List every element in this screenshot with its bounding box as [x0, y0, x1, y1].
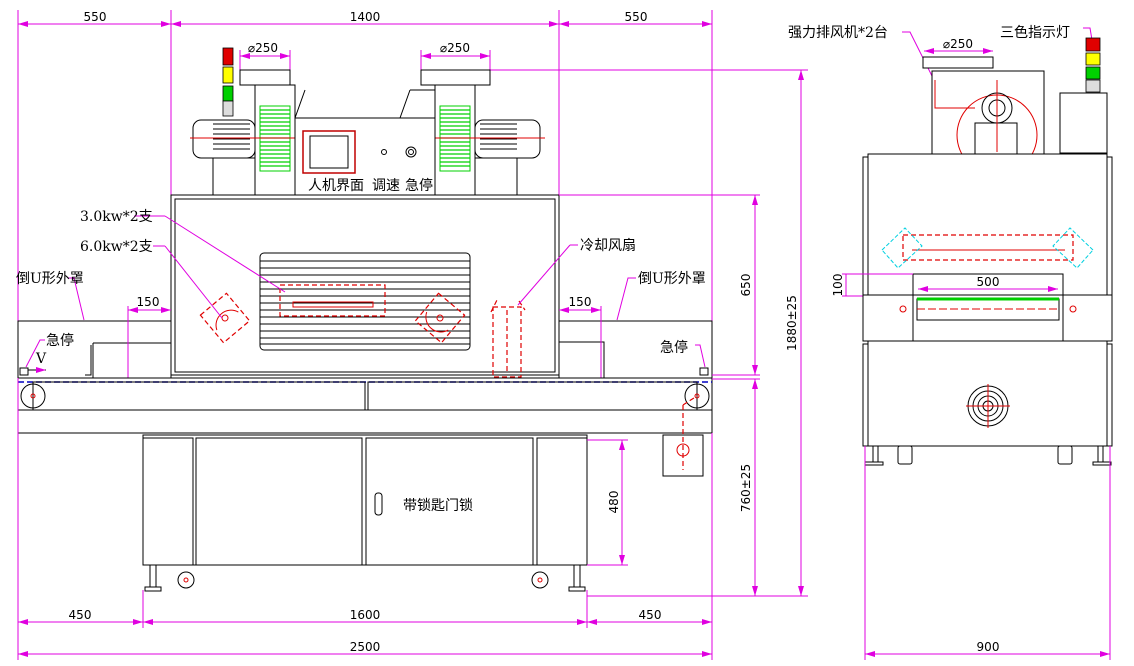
- exhaust-fan-left: [190, 84, 296, 196]
- label-exhaust-fan: 强力排风机*2台: [788, 25, 888, 41]
- label-estop-panel: 急停: [405, 177, 433, 194]
- label-estop-right: 急停: [660, 339, 688, 356]
- label-lamp-3kw: 3.0kw*2支: [80, 209, 153, 225]
- speed-knob[interactable]: [381, 149, 387, 155]
- tower-light-side: [1059, 37, 1108, 154]
- dim-1880: 1880±25: [785, 295, 799, 351]
- side-view: 强力排风机*2台 三色指示灯 ⌀250 500 100: [788, 24, 1113, 660]
- estop-right[interactable]: [699, 367, 709, 376]
- side-fan-housing: [931, 70, 1045, 155]
- dim-bottom-left: 450: [69, 608, 92, 622]
- dim-chamber: 1400: [350, 10, 381, 24]
- tower-light-front: [222, 47, 234, 117]
- control-panel: 人机界面 调速 急停: [294, 89, 436, 196]
- dim-right-hood: 550: [625, 10, 648, 24]
- gap-right: 150: [569, 295, 592, 309]
- side-uv-lamp: [902, 234, 1074, 261]
- label-hood-left: 倒U形外罩: [16, 271, 84, 287]
- dim-480: 480: [607, 491, 621, 514]
- label-hmi: 人机界面: [308, 178, 364, 194]
- direction-label: V: [35, 351, 47, 367]
- motor-bracket: [662, 395, 704, 477]
- side-duct-cap: [922, 56, 994, 69]
- front-view: 550 1400 550 ⌀250 ⌀250: [16, 10, 808, 660]
- label-speed: 调速: [372, 178, 400, 194]
- label-door-lock: 带锁匙门锁: [403, 498, 473, 514]
- label-hood-right: 倒U形外罩: [638, 271, 706, 287]
- casters-front: [144, 564, 586, 592]
- duct-cap-right: [420, 69, 491, 86]
- duct-diameter-right: ⌀250: [440, 41, 470, 55]
- estop-left[interactable]: [19, 367, 29, 376]
- uv-lamp-3kw: [279, 284, 386, 317]
- door-lock[interactable]: [374, 492, 383, 516]
- conveyor: [17, 377, 713, 434]
- louver-panel: [259, 252, 471, 351]
- side-duct-diameter: ⌀250: [943, 37, 973, 51]
- dim-650: 650: [739, 274, 753, 297]
- exhaust-fan-right: [434, 84, 545, 196]
- side-total-width: 900: [977, 640, 1000, 654]
- top-dimensions: 550 1400 550: [17, 10, 713, 322]
- window-width: 500: [977, 275, 1000, 289]
- base-cabinet: 带锁匙门锁: [142, 434, 588, 566]
- label-tower-light: 三色指示灯: [1000, 24, 1070, 41]
- dim-760: 760±25: [739, 464, 753, 512]
- hmi-screen-frame: [302, 130, 356, 174]
- casters-side: [864, 445, 1112, 466]
- duct-diameter-left: ⌀250: [248, 41, 278, 55]
- uv-lamp-6kw-right: [414, 292, 466, 344]
- uv-lamp-6kw-left: [199, 292, 251, 344]
- label-cooling-fan: 冷却风扇: [580, 238, 636, 254]
- dim-bottom-middle: 1600: [350, 608, 381, 622]
- label-estop-left: 急停: [46, 332, 74, 349]
- reflectors: [881, 227, 1094, 269]
- estop-button[interactable]: [405, 146, 417, 158]
- dim-bottom-right: 450: [639, 608, 662, 622]
- gap-left: 150: [137, 295, 160, 309]
- dim-left-hood: 550: [84, 10, 107, 24]
- hood-left: [17, 320, 172, 379]
- hmi-screen[interactable]: [309, 135, 349, 169]
- label-lamp-6kw: 6.0kw*2支: [80, 239, 153, 255]
- dim-total-length: 2500: [350, 640, 381, 654]
- hood-right: [558, 320, 713, 379]
- fan-grille: [966, 384, 1010, 428]
- window-height: 100: [831, 274, 845, 297]
- duct-cap-left: [239, 69, 291, 86]
